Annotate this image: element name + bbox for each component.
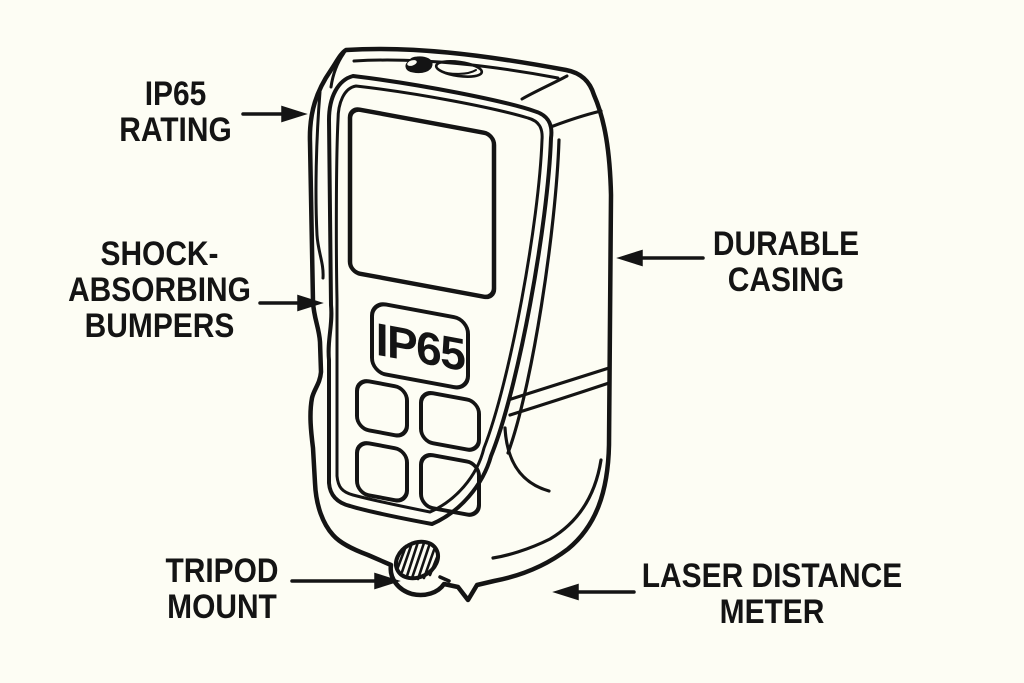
left-bumper-ridge [314, 90, 325, 280]
callout-line: SHOCK- [100, 235, 219, 273]
callout-line: RATING [119, 111, 232, 149]
keypad [355, 379, 481, 517]
callout-line: IP65 [144, 75, 207, 113]
ip65-rating-arrow [241, 105, 308, 123]
callout-line: MOUNT [167, 588, 277, 626]
callout-line: LASER DISTANCE [641, 557, 903, 595]
callout-line: METER [719, 593, 825, 631]
laser-distance-meter-arrow [552, 583, 636, 601]
front-face-inner [334, 84, 544, 514]
callout-shock-absorbing-bumpers: SHOCK- ABSORBING BUMPERS [52, 236, 267, 344]
callout-laser-distance-meter: LASER DISTANCE METER [612, 558, 932, 630]
callout-ip65-rating: IP65 RATING [88, 76, 263, 148]
laser-lens-icon [405, 56, 484, 78]
callout-durable-casing: DURABLE CASING [686, 226, 886, 298]
keypad-button-bottom-left [355, 441, 409, 503]
callout-tripod-mount: TRIPOD MOUNT [136, 553, 308, 625]
callout-line: ABSORBING [68, 271, 251, 309]
device-screen [347, 107, 497, 300]
shock-absorbing-bumpers-arrow [258, 294, 324, 312]
callout-arrows [241, 105, 705, 601]
tripod-mount-arrow [290, 572, 401, 590]
top-face-inner-line [352, 58, 560, 80]
tripod-mount-screw [393, 539, 451, 583]
ip65-badge [370, 302, 470, 390]
callout-line: CASING [727, 261, 845, 299]
top-face-left-edge [329, 51, 346, 89]
keypad-button-top-right [419, 391, 481, 452]
callout-line: TRIPOD [165, 552, 279, 590]
callout-line: DURABLE [712, 225, 860, 263]
top-right-corner-fold [520, 74, 569, 101]
device-body [307, 46, 614, 603]
keypad-button-top-left [355, 379, 409, 438]
screw-detail-dash [438, 575, 451, 583]
keypad-button-bottom-right [419, 453, 481, 517]
callout-line: BUMPERS [84, 307, 235, 345]
screw-hatching [396, 540, 440, 581]
durable-casing-arrow [616, 249, 705, 267]
